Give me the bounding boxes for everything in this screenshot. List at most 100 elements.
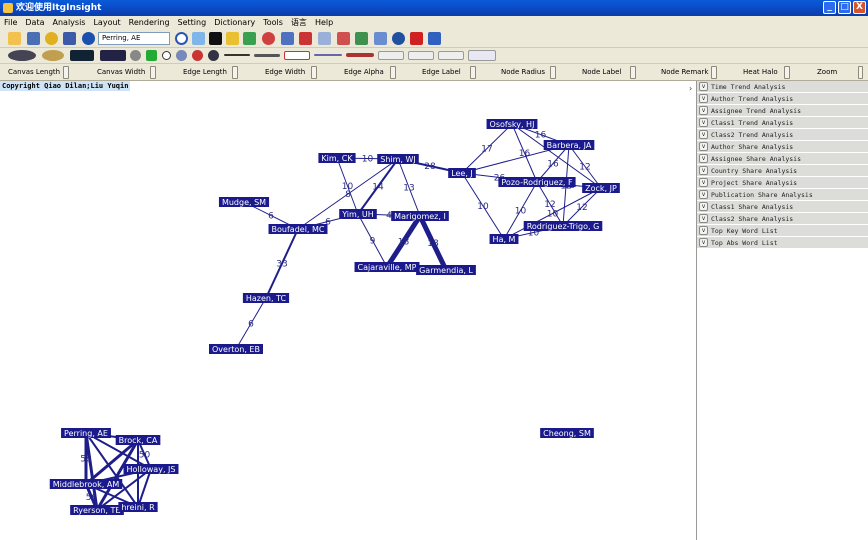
slider-canvas-length[interactable]	[63, 66, 69, 79]
graph-node-cheong[interactable]: Cheong, SM	[540, 428, 594, 438]
graph-edge[interactable]	[511, 123, 538, 183]
grid-icon[interactable]	[192, 32, 205, 45]
slider-edge-length[interactable]	[232, 66, 238, 79]
slider-canvas-width[interactable]	[150, 66, 156, 79]
menu-tools[interactable]: Tools	[263, 18, 283, 27]
menu-file[interactable]: File	[4, 18, 18, 27]
graph-edge[interactable]	[568, 144, 602, 189]
red-circle-icon[interactable]	[192, 50, 203, 61]
menu-layout[interactable]: Layout	[93, 18, 121, 27]
network-graph[interactable]: 1010142813864918186336172610161616121212…	[0, 81, 696, 540]
slider-node-remark[interactable]	[711, 66, 717, 79]
graph-node-marigomez[interactable]: Marigomez, I	[391, 211, 449, 221]
graph-node-garmendia[interactable]: Garmendia, L	[416, 265, 476, 275]
graph-edge[interactable]	[536, 181, 564, 227]
collapse-panel-icon[interactable]: ›	[689, 84, 693, 93]
graph-edge[interactable]	[536, 144, 570, 183]
alert-icon[interactable]	[410, 32, 423, 45]
graph-node-mudge[interactable]: Mudge, SM	[218, 197, 270, 207]
rectangle-shape-icon[interactable]	[70, 50, 94, 61]
graph-node-osofsky[interactable]: Osofsky, HJ	[486, 119, 538, 129]
graph-node-ha[interactable]: Ha, M	[489, 234, 519, 244]
graph-node-yim[interactable]: Yim, UH	[339, 209, 377, 219]
blue-circle-icon[interactable]	[176, 50, 187, 61]
save-icon[interactable]	[27, 32, 40, 45]
graph-edge[interactable]	[235, 297, 267, 350]
graph-node-kim[interactable]: Kim, CK	[318, 153, 356, 163]
legend-icon[interactable]	[468, 50, 496, 61]
user-icon[interactable]	[428, 32, 441, 45]
graph-node-pozo[interactable]: Pozo-Rodriguez, F	[498, 177, 576, 187]
arrow-line-icon[interactable]	[284, 51, 310, 60]
graph-edge[interactable]	[417, 214, 449, 272]
cluster-icon[interactable]	[262, 32, 275, 45]
graph-node-perring[interactable]: Perring, AE	[61, 428, 111, 438]
abc-label-icon[interactable]	[438, 51, 464, 60]
graph-edge[interactable]	[85, 432, 152, 470]
report-icon[interactable]	[374, 32, 387, 45]
graph-node-hazen[interactable]: Hazen, TC	[242, 293, 290, 303]
graph-edge[interactable]	[336, 157, 359, 215]
slider-edge-alpha[interactable]	[390, 66, 396, 79]
menu-help[interactable]: Help	[314, 18, 334, 27]
menu-rendering[interactable]: Rendering	[128, 18, 170, 27]
graph-edge[interactable]	[297, 158, 399, 230]
open-folder-icon[interactable]	[8, 32, 21, 45]
graph-edge[interactable]	[511, 123, 602, 189]
black-square-icon[interactable]	[209, 32, 222, 45]
graph-edge[interactable]	[461, 123, 513, 174]
graph-edge[interactable]	[384, 214, 423, 269]
graph-node-overton[interactable]: Overton, EB	[209, 344, 263, 354]
graph-edge[interactable]	[461, 172, 505, 240]
graph-node-zock[interactable]: Zock, JP	[582, 183, 620, 193]
dark-circle-icon[interactable]	[208, 50, 219, 61]
table-icon[interactable]	[318, 32, 331, 45]
small-circle-icon[interactable]	[162, 51, 171, 60]
slider-edge-label[interactable]	[470, 66, 476, 79]
search-input[interactable]: Perring, AE	[98, 32, 170, 45]
menu-setting[interactable]: Setting	[177, 18, 207, 27]
import-icon[interactable]	[45, 32, 58, 45]
graph-edge[interactable]	[137, 468, 152, 508]
graph-node-middlebrook[interactable]: Middlebrook, AM	[49, 479, 123, 489]
filter-icon[interactable]	[299, 32, 312, 45]
graph-edge[interactable]	[85, 432, 139, 508]
menu-language[interactable]: 语言	[290, 18, 307, 27]
slider-zoom[interactable]	[858, 66, 863, 79]
slider-node-label[interactable]	[630, 66, 636, 79]
graph-node-ahreini[interactable]: hreini, R	[118, 502, 158, 512]
graph-edge[interactable]	[85, 438, 139, 486]
slider-edge-width[interactable]	[311, 66, 317, 79]
thick-line-icon[interactable]	[254, 54, 280, 57]
close-button[interactable]: X	[853, 1, 866, 14]
graph-node-brock[interactable]: Brock, CA	[115, 435, 161, 445]
menu-analysis[interactable]: Analysis	[52, 18, 86, 27]
edge-color-icon[interactable]	[346, 53, 374, 57]
graph-edge[interactable]	[562, 187, 602, 227]
graph-node-ryerson[interactable]: Ryerson, TB	[70, 505, 124, 515]
graph-edge[interactable]	[503, 181, 538, 240]
graph-edge[interactable]	[397, 158, 421, 217]
graph-node-cajaraville[interactable]: Cajaraville, MP	[354, 262, 420, 272]
graph-node-lee[interactable]: Lee, J	[448, 168, 476, 178]
layout-icon[interactable]	[281, 32, 294, 45]
minimize-button[interactable]: _	[823, 1, 836, 14]
menu-dictionary[interactable]: Dictionary	[214, 18, 256, 27]
circle-outline-icon[interactable]	[130, 50, 141, 61]
graph-edge[interactable]	[96, 468, 152, 511]
graph-edge[interactable]	[357, 158, 399, 215]
graph-edge[interactable]	[265, 228, 299, 299]
chart-icon[interactable]	[337, 32, 350, 45]
export-icon[interactable]	[63, 32, 76, 45]
